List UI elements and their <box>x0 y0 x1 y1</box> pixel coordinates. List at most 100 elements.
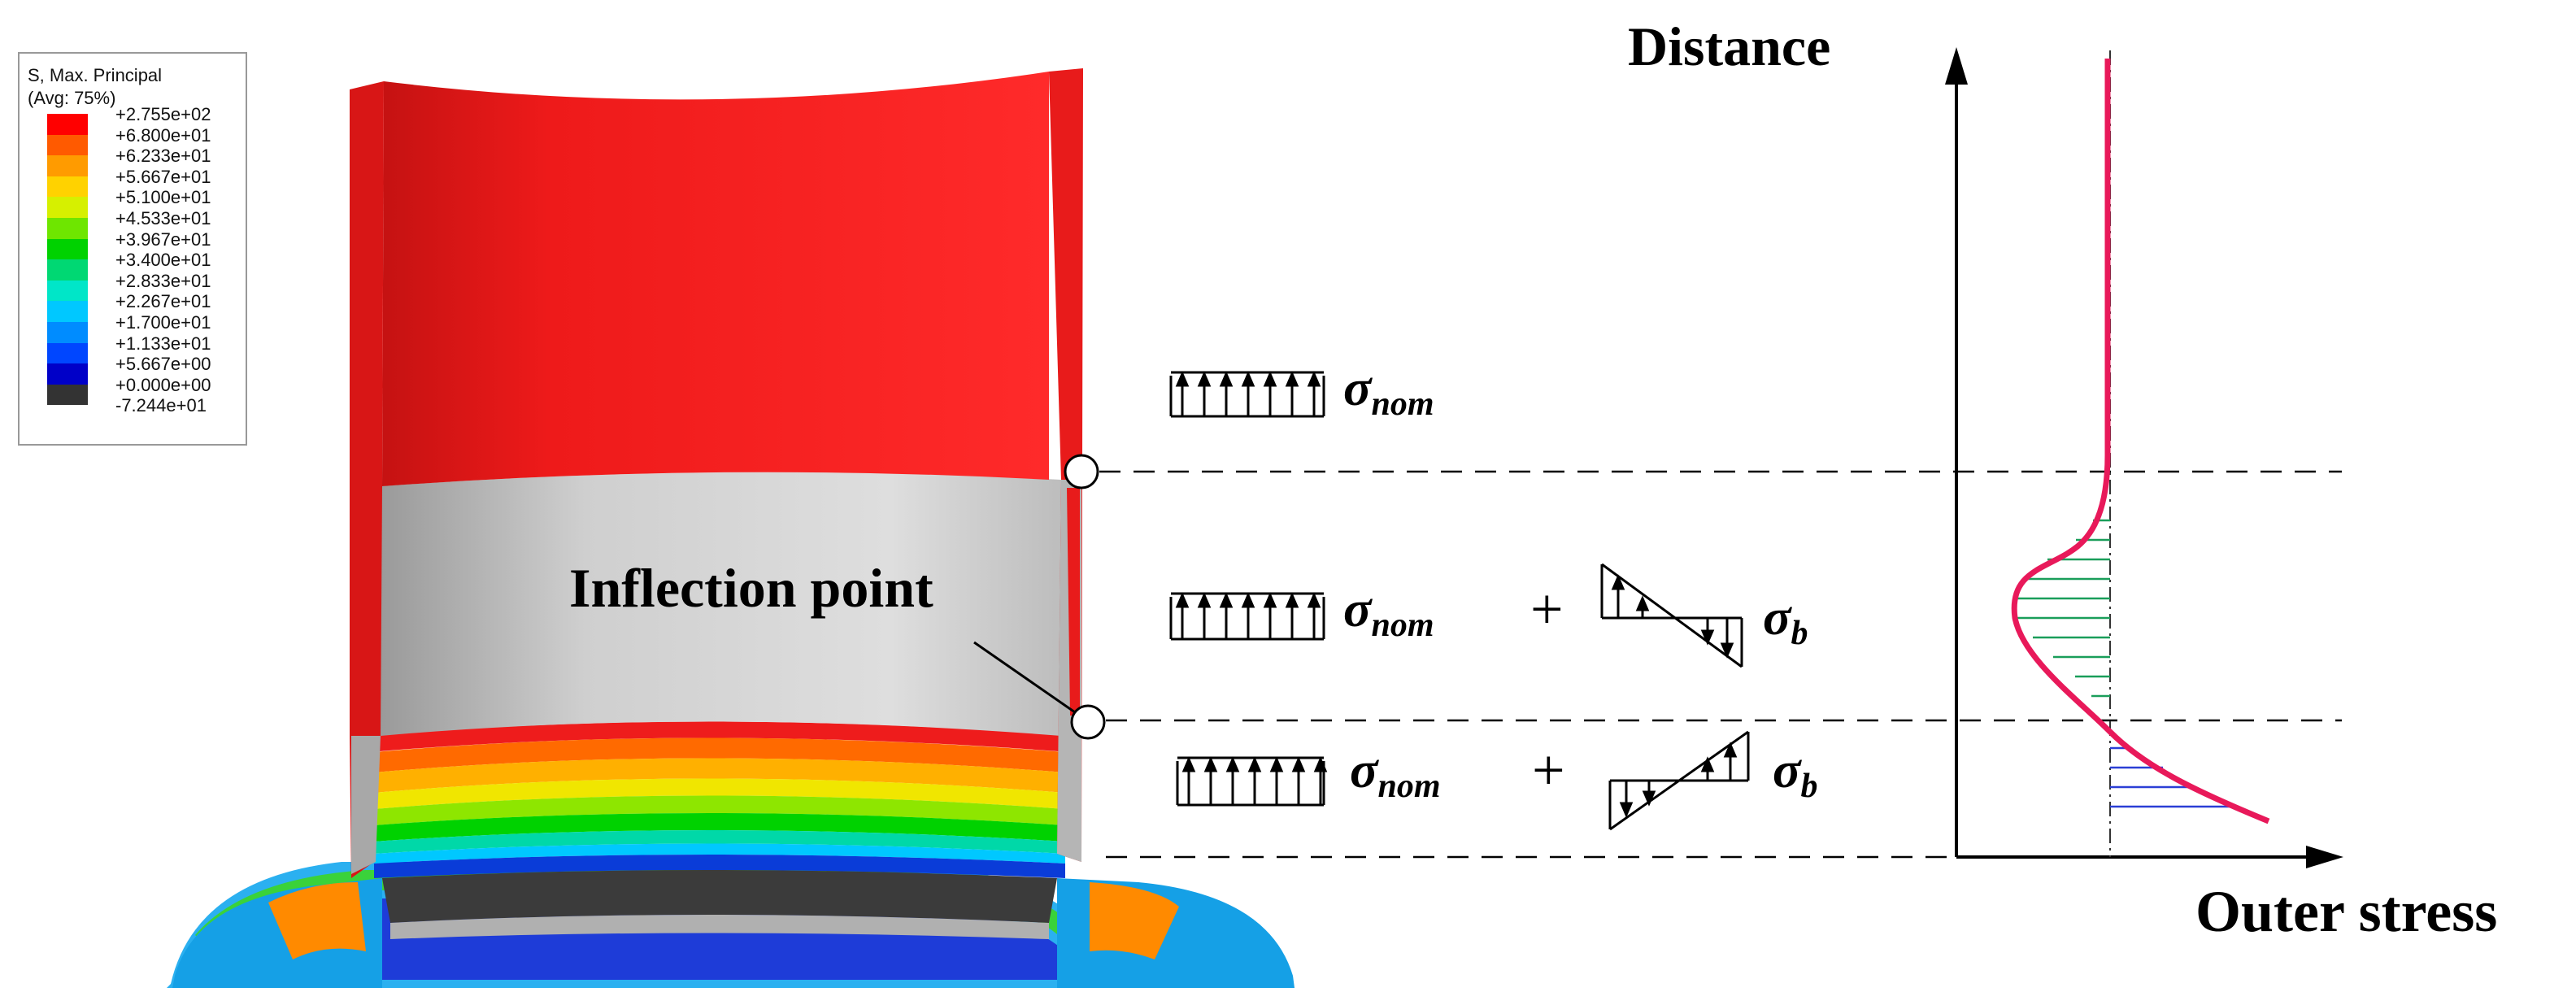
legend-title: S, Max. Principal <box>28 65 163 85</box>
stress-arrowhead <box>1611 574 1625 590</box>
left-wall-strip <box>350 81 384 878</box>
stress-arrowhead <box>1219 371 1234 387</box>
bending-block-1 <box>1600 563 1743 668</box>
band-bottom-gray <box>390 915 1049 939</box>
sigma-symbol: σ <box>1773 741 1801 798</box>
stress-arrowhead <box>1175 371 1190 387</box>
legend-value: +0.000e+00 <box>115 374 211 395</box>
stress-arrowhead <box>1247 756 1262 772</box>
stress-arrowhead <box>1263 592 1277 608</box>
sigma-nom-2: σnom <box>1343 579 1434 645</box>
legend-swatch <box>47 363 88 385</box>
legend-value: +2.267e+01 <box>115 291 211 312</box>
stress-arrowhead <box>1723 742 1738 758</box>
legend-value: +4.533e+01 <box>115 208 211 228</box>
b-subscript: b <box>1791 615 1808 652</box>
band-amber <box>374 758 1065 793</box>
band-orange <box>374 737 1065 772</box>
legend-value: +1.700e+01 <box>115 312 211 333</box>
stress-arrowhead <box>1307 371 1321 387</box>
stress-graph <box>1945 47 2343 868</box>
flange-left-orange <box>268 882 366 959</box>
nom-subscript: nom <box>1371 607 1434 644</box>
graph-y-axis-label: Distance <box>1628 15 1831 77</box>
legend-value: +1.133e+01 <box>115 333 211 354</box>
flange-right-orange <box>1090 882 1179 959</box>
legend-value: +5.100e+01 <box>115 187 211 208</box>
legend-value: +2.833e+01 <box>115 270 211 291</box>
stress-arrowhead <box>1241 371 1255 387</box>
graph-hatching <box>2015 519 2232 808</box>
band-blue <box>374 855 1065 878</box>
band-teal <box>374 830 1065 854</box>
sigma-b-2: σb <box>1773 740 1818 806</box>
left-wall-gray <box>351 736 381 874</box>
stress-arrowhead <box>1291 756 1306 772</box>
band-green <box>374 813 1065 842</box>
inflection-leader <box>973 641 1076 714</box>
legend-swatch <box>47 384 88 406</box>
sigma-b-1: σb <box>1763 587 1808 653</box>
stress-arrowhead <box>1175 592 1190 608</box>
stress-arrowhead <box>1181 756 1196 772</box>
inflection-point-label: Inflection point <box>569 557 933 619</box>
legend-swatch <box>47 114 88 135</box>
plus-sign-2: + <box>1532 737 1565 803</box>
stress-arrowhead <box>1313 756 1328 772</box>
stress-arrowhead <box>1225 756 1240 772</box>
stress-arrowhead <box>1197 592 1212 608</box>
nom-subscript: nom <box>1377 768 1441 805</box>
gray-zone <box>381 472 1061 736</box>
stress-arrowhead <box>1285 592 1299 608</box>
stress-arrowhead <box>1720 642 1734 659</box>
legend-value: +5.667e+00 <box>115 354 211 375</box>
stress-arrowhead <box>1642 790 1656 807</box>
legend-swatch <box>47 301 88 322</box>
sigma-symbol: σ <box>1763 588 1791 646</box>
legend-swatch <box>47 218 88 239</box>
upper-marker <box>1064 454 1099 489</box>
graph-y-arrowhead <box>1945 47 1968 85</box>
legend-value: +5.667e+01 <box>115 166 211 187</box>
legend-swatch <box>47 342 88 364</box>
stress-arrowhead <box>1263 371 1277 387</box>
stress-arrowhead <box>1203 756 1218 772</box>
band-cyan <box>374 843 1065 864</box>
legend-value: +2.755e+02 <box>115 104 211 124</box>
sigma-symbol: σ <box>1343 580 1372 637</box>
band-red-low <box>370 721 1069 752</box>
fe-contour-model <box>167 68 1295 988</box>
stress-arrowhead <box>1700 756 1715 772</box>
sigma-nom-3: σnom <box>1350 740 1441 806</box>
b-subscript: b <box>1800 768 1818 805</box>
legend-swatch <box>47 280 88 302</box>
legend-value: +6.800e+01 <box>115 124 211 146</box>
legend-value: +3.400e+01 <box>115 250 211 271</box>
legend-value: -7.244e+01 <box>115 395 207 416</box>
legend-swatch <box>47 176 88 198</box>
stress-arrowhead <box>1635 595 1650 611</box>
uniform-stress-arrows <box>1175 371 1328 805</box>
legend-value: +3.967e+01 <box>115 228 211 250</box>
legend-swatch <box>47 134 88 156</box>
stress-curve <box>2011 59 2270 824</box>
contour-legend: S, Max. Principal (Avg: 75%) +2.755e+02+… <box>18 52 247 446</box>
stress-arrowhead <box>1269 756 1284 772</box>
graph-x-axis-label: Outer stress <box>2195 879 2498 944</box>
stress-arrowhead <box>1241 592 1255 608</box>
stress-arrowhead <box>1285 371 1299 387</box>
stress-arrowhead <box>1307 592 1321 608</box>
graph-x-arrowhead <box>2306 846 2343 868</box>
stress-arrowhead <box>1197 371 1212 387</box>
sigma-nom-1: σnom <box>1343 358 1434 424</box>
band-dark <box>382 870 1057 923</box>
legend-subtitle: (Avg: 75%) <box>28 88 116 108</box>
band-lime <box>374 795 1065 825</box>
legend-value: +6.233e+01 <box>115 146 211 167</box>
band-yellow <box>374 778 1065 809</box>
bending-stress-arrows <box>1611 574 1738 818</box>
sigma-symbol: σ <box>1343 359 1372 416</box>
sigma-symbol: σ <box>1350 741 1378 798</box>
legend-swatch <box>47 238 88 260</box>
